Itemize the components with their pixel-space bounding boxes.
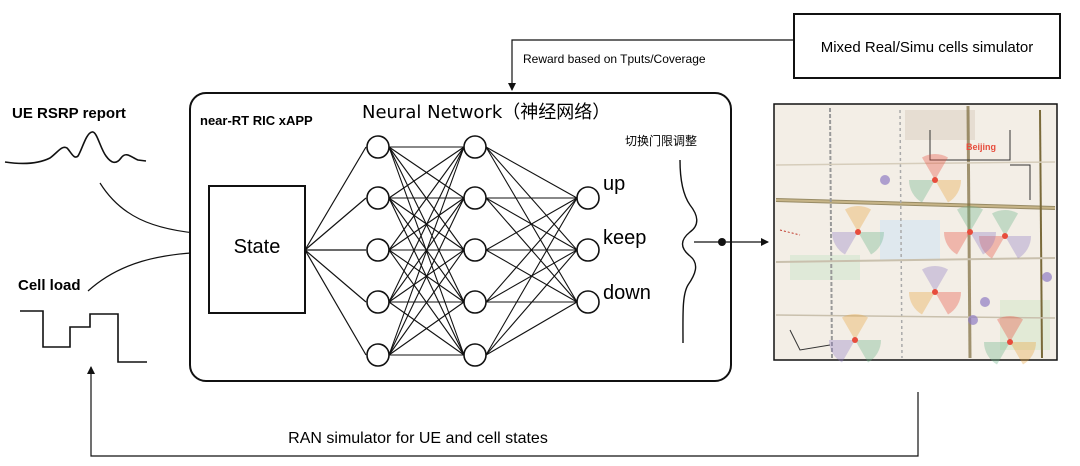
reward-label: Reward based on Tputs/Coverage (523, 52, 706, 66)
cell-sector (957, 206, 983, 232)
nn-edge (485, 249, 578, 356)
nn-node (366, 135, 390, 159)
distribution-curve (679, 159, 698, 344)
cell-sector (832, 232, 858, 255)
nn-node (463, 343, 487, 367)
cell-site (852, 337, 858, 343)
cell-sector (935, 292, 961, 315)
cell-sector (1010, 342, 1037, 365)
rsrp-label: UE RSRP report (12, 105, 126, 122)
nn-edge (388, 249, 465, 356)
nn-edge (388, 146, 465, 199)
cell-sector (979, 236, 1005, 259)
threshold-label: 切换门限调整 (625, 133, 697, 148)
nn-node (366, 343, 390, 367)
cell-sector (922, 266, 948, 292)
output-up: up (603, 173, 625, 195)
output-down: down (603, 282, 651, 304)
cell-sector (1005, 236, 1031, 259)
nn-edge (485, 197, 578, 251)
nn-node (366, 238, 390, 262)
map-highlight-text: Beijing (966, 142, 996, 152)
nn-node (366, 186, 390, 210)
state-to-input-edge (304, 146, 367, 251)
cell-sector (909, 292, 935, 315)
rsrp-arrow (99, 182, 208, 239)
nn-edge (388, 146, 465, 251)
cell-site (1002, 233, 1008, 239)
cell-map: Beijing (773, 103, 1058, 365)
nn-edge (485, 301, 578, 356)
cell-site (967, 229, 973, 235)
nn-edge (388, 197, 465, 356)
nn-edge (485, 197, 578, 303)
site-marker (1042, 272, 1052, 282)
cell-sector (992, 209, 1018, 236)
cell-sector (909, 180, 935, 203)
state-label: State (234, 236, 281, 258)
reward-arrow (508, 39, 794, 91)
cell-sector (935, 180, 961, 203)
cell-site (1007, 339, 1013, 345)
output-node (576, 238, 600, 262)
load-arrow (87, 247, 208, 292)
output-node (576, 186, 600, 210)
site-marker (968, 315, 978, 325)
nn-node (366, 290, 390, 314)
nn-edge (485, 197, 578, 356)
nn-nodes (366, 135, 600, 367)
cell-sector (845, 206, 871, 232)
output-keep: keep (603, 227, 646, 249)
nn-node (463, 135, 487, 159)
output-dot (718, 238, 726, 246)
simulator-title: Mixed Real/Simu cells simulator (821, 39, 1034, 56)
cell-sector (970, 232, 996, 255)
cell-site (932, 289, 938, 295)
cell-sector (922, 154, 948, 180)
site-marker (980, 297, 990, 307)
load-waveform (20, 310, 147, 363)
feedback-label: RAN simulator for UE and cell states (288, 430, 548, 447)
nn-title: Neural Network（神经网络） (362, 102, 610, 123)
state-box (208, 185, 306, 314)
cell-site (932, 177, 938, 183)
cell-sector (855, 340, 881, 363)
simulator-box (793, 13, 1061, 79)
cell-sector (944, 232, 970, 255)
cell-site (855, 229, 861, 235)
site-marker (880, 175, 890, 185)
feedback-loop (87, 366, 919, 457)
state-to-input-edge (304, 249, 367, 356)
state-to-input-edge (304, 197, 367, 251)
nn-edge (388, 146, 465, 356)
cell-sector (829, 340, 855, 363)
state-to-input-edge (304, 249, 367, 303)
nn-edge (388, 301, 465, 356)
nn-connections (304, 146, 578, 356)
nn-node (463, 290, 487, 314)
xapp-title: near-RT RIC xAPP (200, 113, 313, 128)
nn-edge (485, 146, 578, 199)
rsrp-waveform (4, 131, 147, 165)
cell-sector (997, 316, 1023, 342)
nn-node (463, 186, 487, 210)
cell-sector (984, 342, 1010, 365)
output-node (576, 290, 600, 314)
nn-edge (388, 146, 465, 303)
cell-sector (858, 232, 884, 255)
nn-node (463, 238, 487, 262)
cell-sector (842, 314, 868, 340)
load-label: Cell load (18, 277, 81, 294)
